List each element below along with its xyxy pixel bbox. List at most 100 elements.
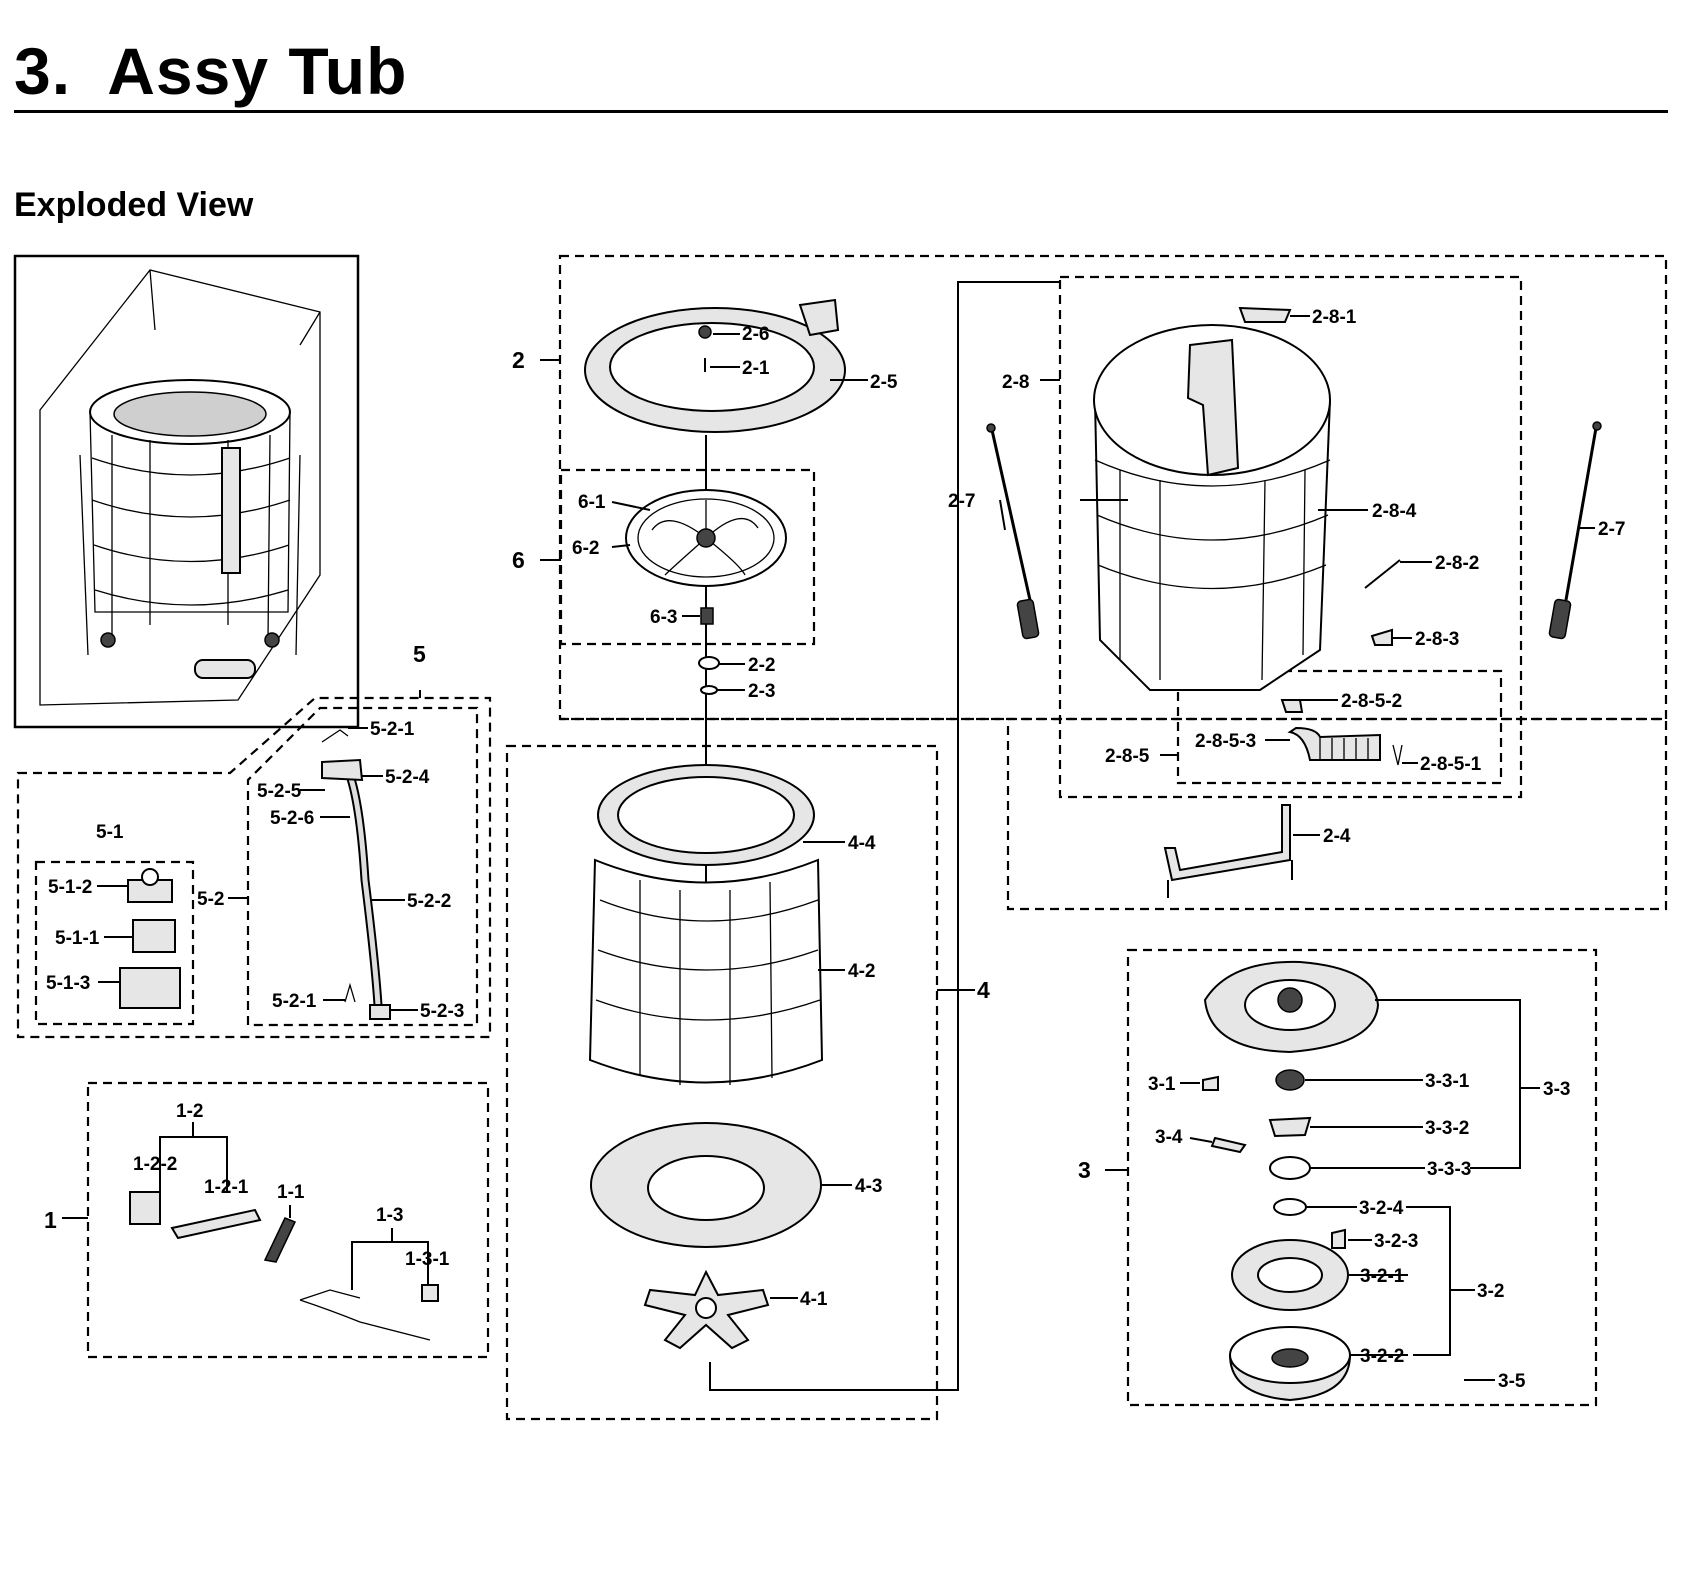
label-2-8-1: 2-8-1 <box>1312 307 1357 328</box>
label-6-2: 6-2 <box>572 538 599 559</box>
valve-5-1-1-part <box>132 919 176 953</box>
label-3-2-2: 3-2-2 <box>1360 1346 1404 1367</box>
label-6-3: 6-3 <box>650 607 677 628</box>
wire-harness-part <box>299 1289 431 1341</box>
label-2-3: 2-3 <box>748 681 775 702</box>
label-2-8-4: 2-8-4 <box>1372 501 1417 522</box>
motor-bushing-part <box>1273 1198 1307 1216</box>
suspension-rod-right <box>1548 421 1602 640</box>
label-5-2-5: 5-2-5 <box>257 781 302 802</box>
label-1-3: 1-3 <box>376 1205 403 1226</box>
lever-part <box>1210 1136 1247 1154</box>
pulsator-part <box>625 489 787 587</box>
label-4-4: 4-4 <box>848 833 876 854</box>
inner-basket-part <box>588 858 824 1085</box>
label-5-1-3: 5-1-3 <box>46 973 90 994</box>
label-3-1: 3-1 <box>1148 1074 1176 1095</box>
washer-part <box>700 685 718 695</box>
label-5-2-2: 5-2-2 <box>407 891 451 912</box>
label-3-3-2: 3-3-2 <box>1425 1118 1469 1139</box>
label-4-1: 4-1 <box>800 1289 828 1310</box>
label-1-1: 1-1 <box>277 1182 305 1203</box>
label-1-2: 1-2 <box>176 1101 203 1122</box>
page-title: 3. Assy Tub <box>14 34 408 108</box>
label-4-2: 4-2 <box>848 961 875 982</box>
leader-lines <box>62 315 1595 1356</box>
overview-assembly-illustration <box>13 254 360 729</box>
hall-sensor-part <box>1331 1228 1346 1249</box>
pulsator-bolt-part <box>700 607 714 625</box>
basket-flange-part <box>590 1122 822 1248</box>
label-5-2: 5-2 <box>197 889 224 910</box>
label-2-7-left: 2-7 <box>948 491 975 512</box>
hose-clip-lower-part <box>344 982 356 1003</box>
bracket-part <box>1163 804 1293 898</box>
label-2-8: 2-8 <box>1002 372 1029 393</box>
title-rule <box>14 110 1668 113</box>
group-4-box <box>505 744 939 1421</box>
label-1-2-1: 1-2-1 <box>204 1177 249 1198</box>
label-1-2-2: 1-2-2 <box>133 1154 177 1175</box>
valve-5-1-2-part <box>127 868 173 903</box>
clamp-part <box>1370 628 1393 646</box>
stator-part <box>1231 1239 1349 1311</box>
label-5-2-1-bottom: 5-2-1 <box>272 991 317 1012</box>
label-3-2-4: 3-2-4 <box>1359 1198 1404 1219</box>
hose-clip-part <box>1238 306 1292 323</box>
hose-clip-5-2-1-part <box>321 729 349 743</box>
group-5-2-box <box>246 706 479 1027</box>
label-3-5: 3-5 <box>1498 1371 1526 1392</box>
label-group-3: 3 <box>1078 1157 1091 1183</box>
group-1-box <box>86 1081 490 1359</box>
label-2-8-5-3: 2-8-5-3 <box>1195 731 1256 752</box>
hub-spider-part <box>643 1269 770 1350</box>
label-group-2: 2 <box>512 347 525 373</box>
label-group-4: 4 <box>977 977 990 1003</box>
label-3-3-1: 3-3-1 <box>1425 1071 1470 1092</box>
label-3-3-3: 3-3-3 <box>1427 1159 1471 1180</box>
label-5-1-2: 5-1-2 <box>48 877 92 898</box>
label-4-3: 4-3 <box>855 1176 882 1197</box>
label-2-1: 2-1 <box>742 358 770 379</box>
group-4-leader <box>709 281 1060 1391</box>
label-2-5: 2-5 <box>870 372 898 393</box>
nut-part <box>698 656 720 670</box>
shaft-ring-part <box>1269 1156 1311 1180</box>
label-5-2-3: 5-2-3 <box>420 1001 464 1022</box>
label-3-2: 3-2 <box>1477 1281 1504 1302</box>
inlet-hose-part <box>321 758 391 1020</box>
label-group-5-1: 5-1 <box>96 822 124 843</box>
group-5-box <box>16 696 492 1039</box>
drain-hose-elbow-part <box>1287 726 1381 761</box>
clutch-motor-part <box>1202 1075 1219 1091</box>
label-group-6: 6 <box>512 547 525 573</box>
thermistor-1-1-part <box>263 1217 297 1263</box>
label-5-2-6: 5-2-6 <box>270 808 314 829</box>
group-3-box <box>1126 948 1598 1407</box>
motor-bracket-part <box>1203 960 1380 1054</box>
section-subtitle: Exploded View <box>14 186 254 224</box>
label-3-3: 3-3 <box>1543 1079 1570 1100</box>
group-6-box <box>559 468 816 646</box>
valve-1-2-2-part <box>129 1191 161 1225</box>
label-2-8-3: 2-8-3 <box>1415 629 1459 650</box>
label-2-2: 2-2 <box>748 655 775 676</box>
bearing-part <box>1275 1069 1305 1091</box>
label-5-2-1-top: 5-2-1 <box>370 719 415 740</box>
label-1-3-1: 1-3-1 <box>405 1249 450 1270</box>
outer-tub-part <box>1093 324 1331 691</box>
label-3-2-1: 3-2-1 <box>1360 1266 1405 1287</box>
group-2-8-box <box>1058 275 1523 799</box>
label-3-4: 3-4 <box>1155 1127 1183 1148</box>
label-2-8-5-2: 2-8-5-2 <box>1341 691 1402 712</box>
label-2-6: 2-6 <box>742 324 769 345</box>
valve-5-1-3-part <box>119 967 181 1009</box>
wire-part <box>1364 559 1401 589</box>
label-3-2-3: 3-2-3 <box>1374 1231 1418 1252</box>
group-5-1-box <box>34 860 195 1026</box>
group-2-8-5-box <box>1176 669 1503 785</box>
label-6-1: 6-1 <box>578 492 606 513</box>
rotor-part <box>1228 1326 1352 1402</box>
label-2-7-right: 2-7 <box>1598 519 1625 540</box>
label-2-8-5-1: 2-8-5-1 <box>1420 754 1482 775</box>
